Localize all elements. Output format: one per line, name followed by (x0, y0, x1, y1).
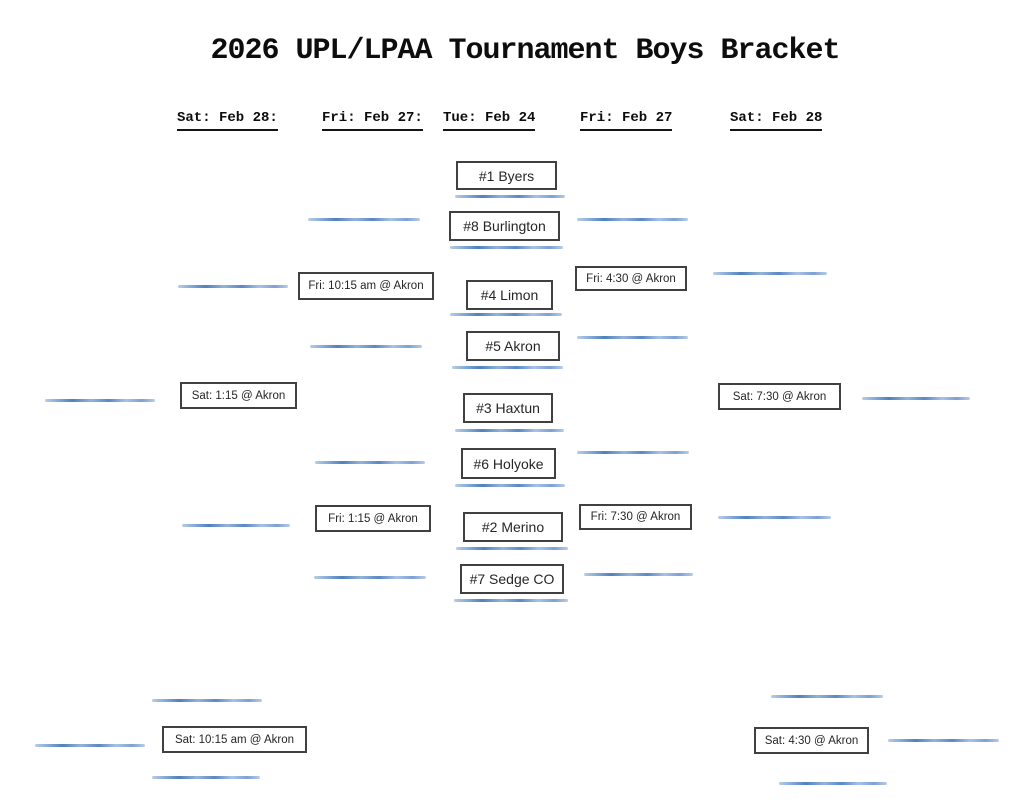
bracket-line (314, 576, 426, 579)
team-box-6-holyoke: #6 Holyoke (461, 448, 556, 479)
game-box-fri-730-akron: Fri: 7:30 @ Akron (579, 504, 692, 530)
game-box-sat-115-akron: Sat: 1:15 @ Akron (180, 382, 297, 409)
team-box-2-merino: #2 Merino (463, 512, 563, 542)
bracket-line (862, 397, 970, 400)
game-box-sat-430-akron: Sat: 4:30 @ Akron (754, 727, 869, 754)
bracket-line (450, 246, 563, 249)
bracket-line (713, 272, 827, 275)
bracket-line (182, 524, 290, 527)
column-header-round-tue-feb-24: Tue: Feb 24 (443, 110, 536, 131)
bracket-line (718, 516, 831, 519)
bracket-line (584, 573, 693, 576)
game-box-fri-115-akron: Fri: 1:15 @ Akron (315, 505, 431, 532)
bracket-line (779, 782, 887, 785)
column-header-round-fri-feb-27-right: Fri: Feb 27 (580, 110, 673, 131)
bracket-line (455, 195, 565, 198)
game-box-sat-730-akron: Sat: 7:30 @ Akron (718, 383, 841, 410)
team-box-4-limon: #4 Limon (466, 280, 553, 310)
bracket-line (452, 366, 563, 369)
column-header-round-sat-feb-28-right: Sat: Feb 28 (730, 110, 823, 131)
team-box-8-burlington: #8 Burlington (449, 211, 560, 241)
team-box-5-akron: #5 Akron (466, 331, 560, 361)
bracket-line (450, 313, 562, 316)
bracket-line (456, 547, 568, 550)
game-box-sat-1015am-akron: Sat: 10:15 am @ Akron (162, 726, 307, 753)
game-box-fri-430-akron: Fri: 4:30 @ Akron (575, 266, 687, 291)
bracket-line (577, 336, 688, 339)
bracket-line (152, 776, 260, 779)
game-box-fri-1015am-akron: Fri: 10:15 am @ Akron (298, 272, 434, 300)
bracket-line (771, 695, 883, 698)
bracket-line (577, 451, 689, 454)
bracket-line (152, 699, 262, 702)
bracket-line (888, 739, 999, 742)
column-header-round-sat-feb-28-left: Sat: Feb 28: (177, 110, 278, 131)
team-box-3-haxtun: #3 Haxtun (463, 393, 553, 423)
team-box-7-sedge-co: #7 Sedge CO (460, 564, 564, 594)
bracket-line (454, 599, 568, 602)
bracket-line (178, 285, 288, 288)
column-header-round-fri-feb-27-left: Fri: Feb 27: (322, 110, 423, 131)
bracket-line (308, 218, 420, 221)
bracket-line (455, 484, 565, 487)
bracket-title: 2026 UPL/LPAA Tournament Boys Bracket (210, 34, 840, 68)
bracket-line (35, 744, 145, 747)
bracket-line (45, 399, 155, 402)
bracket-line (455, 429, 564, 432)
bracket-line (315, 461, 425, 464)
bracket-line (310, 345, 422, 348)
team-box-1-byers: #1 Byers (456, 161, 557, 190)
bracket-line (577, 218, 688, 221)
